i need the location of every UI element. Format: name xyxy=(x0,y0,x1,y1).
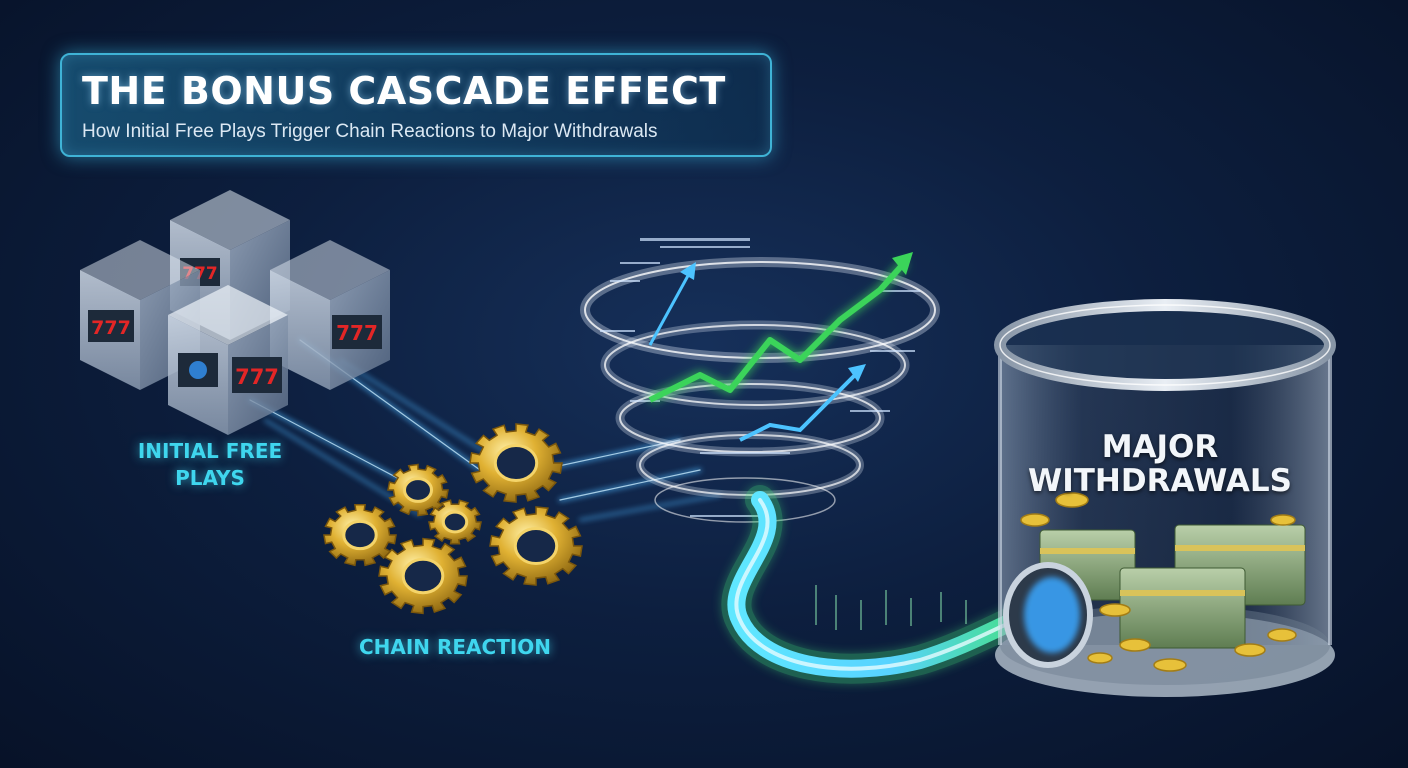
slot-machine-cube-icon: 777 xyxy=(270,240,390,390)
label-chain-reaction: CHAIN REACTION xyxy=(358,635,552,659)
reel-symbol: 777 xyxy=(336,321,378,345)
label-major-withdrawals: MAJOR WITHDRAWALS xyxy=(1028,429,1292,499)
data-vortex-icon xyxy=(580,238,940,523)
reel-symbol: 777 xyxy=(91,317,131,339)
gear-cluster xyxy=(323,423,583,615)
gear-icon xyxy=(378,537,468,615)
gear-icon xyxy=(428,499,482,545)
page-title: THE BONUS CASCADE EFFECT xyxy=(82,69,726,113)
gear-icon xyxy=(323,503,397,567)
money-cylinder-icon xyxy=(994,299,1336,697)
gear-icon xyxy=(489,506,583,586)
page-subtitle: How Initial Free Plays Trigger Chain Rea… xyxy=(82,121,658,142)
reel-symbol: 777 xyxy=(235,365,279,389)
slot-machine-cube-icon: 777 xyxy=(168,285,288,435)
gear-icon xyxy=(469,423,563,503)
label-initial-free-plays: INITIAL FREE PLAYS xyxy=(137,439,283,490)
gear-icon xyxy=(387,463,449,517)
gold-coins xyxy=(1020,492,1297,672)
light-beams xyxy=(248,338,721,521)
title-panel: THE BONUS CASCADE EFFECT How Initial Fre… xyxy=(60,53,772,157)
cascade-stream xyxy=(721,485,1055,684)
slot-cubes: 777 777 777 777 xyxy=(80,190,390,435)
